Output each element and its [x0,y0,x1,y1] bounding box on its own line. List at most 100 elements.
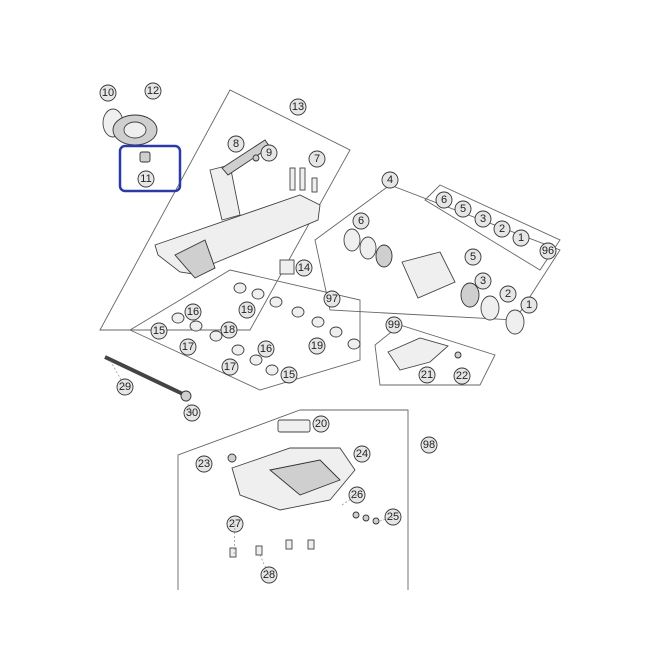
swingarm-pivot-part [209,164,241,221]
callout-15[interactable]: 15 [150,322,168,340]
callout-2-label: 2 [499,223,505,235]
bushing-part [231,344,245,356]
bushing-part [329,326,343,338]
skid-plate-98-frame [177,409,409,590]
callout-12-label: 12 [147,85,159,97]
callout-8[interactable]: 8 [227,135,245,153]
callout-20[interactable]: 20 [312,415,330,433]
bushing-part [347,338,361,350]
callout-98-label: 98 [423,439,435,451]
callout-5b[interactable]: 5 [464,248,482,266]
callout-96-label: 96 [542,245,554,257]
callout-17b[interactable]: 17 [221,358,239,376]
callout-3b[interactable]: 3 [474,272,492,290]
callout-7[interactable]: 7 [308,150,326,168]
callout-18-label: 18 [223,324,235,336]
bushing-part [311,316,325,328]
bolt-c-part [311,177,318,193]
callout-24-label: 24 [356,448,368,460]
callout-11-label: 11 [140,173,151,185]
callout-12[interactable]: 12 [144,82,162,100]
callout-24[interactable]: 24 [353,445,371,463]
callout-22-label: 22 [456,370,468,382]
callout-96[interactable]: 96 [539,242,557,260]
chain-guide-part [387,337,449,371]
callout-14-label: 14 [298,262,310,274]
callout-14[interactable]: 14 [295,259,313,277]
callout-19[interactable]: 19 [238,301,256,319]
spacer-28-part [229,547,237,558]
callout-10-label: 10 [102,87,114,99]
callout-5[interactable]: 5 [454,200,472,218]
seal-6-part [343,228,361,252]
callout-16[interactable]: 16 [184,303,202,321]
callout-23[interactable]: 23 [195,455,213,473]
callout-19b[interactable]: 19 [308,337,326,355]
callout-22[interactable]: 22 [453,367,471,385]
callout-18[interactable]: 18 [220,321,238,339]
callout-13[interactable]: 13 [289,98,307,116]
bearing-sleeve-part [401,251,456,299]
callout-1[interactable]: 1 [512,229,530,247]
callout-9-label: 9 [266,147,272,159]
callout-2b-label: 2 [505,288,511,300]
bearing-3b-part [460,282,480,308]
pivot-axle-part [104,355,186,397]
callout-7-label: 7 [314,153,320,165]
callout-5b-label: 5 [470,251,476,263]
swingarm-arm-part [174,239,216,279]
callout-17[interactable]: 17 [179,338,197,356]
flange-hole-part [123,121,147,139]
callout-15b[interactable]: 15 [280,366,298,384]
bushing-part [209,330,223,342]
rubber-pad-20-part [277,419,311,433]
callout-19b-label: 19 [311,340,323,352]
spacer-28-part [307,539,315,550]
bushing-part [249,354,263,366]
skid-plate-rib-part [268,459,341,496]
bushing-part [291,306,305,318]
bearing-3-part [375,244,393,268]
bushing-part [189,320,203,332]
callout-10[interactable]: 10 [99,84,117,102]
callout-6[interactable]: 6 [435,191,453,209]
callout-97[interactable]: 97 [323,290,341,308]
callout-17b-label: 17 [224,361,236,373]
spacer-28-part [255,545,263,556]
callout-17-label: 17 [182,341,194,353]
seal-2-part [480,295,500,321]
callout-2b[interactable]: 2 [499,285,517,303]
screw-25-part [362,514,370,522]
callout-3-label: 3 [480,213,486,225]
sticker-part [279,259,295,275]
screw-part [252,154,260,162]
callout-98[interactable]: 98 [420,436,438,454]
callout-15-label: 15 [153,325,165,337]
callout-16b-label: 16 [260,343,272,355]
callout-16-label: 16 [187,306,199,318]
callout-4[interactable]: 4 [381,171,399,189]
callout-21[interactable]: 21 [418,366,436,384]
callout-2[interactable]: 2 [493,220,511,238]
callout-3[interactable]: 3 [474,210,492,228]
callout-1b[interactable]: 1 [520,296,538,314]
callout-11[interactable]: 11 [137,170,155,188]
bushing-part [265,364,279,376]
callout-1b-label: 1 [526,299,532,311]
ring-5-part [359,236,377,260]
bolt-a-part [289,167,296,191]
screw-25-part [372,517,380,525]
callout-9[interactable]: 9 [260,144,278,162]
callout-99[interactable]: 99 [385,316,403,334]
callout-6b[interactable]: 6 [352,212,370,230]
callout-15b-label: 15 [283,369,295,381]
leader-line [109,359,126,388]
leader-line [341,494,358,506]
callout-16b[interactable]: 16 [257,340,275,358]
bushing-part [251,288,265,300]
nut-30-part [180,390,192,402]
bushing-part [171,312,185,324]
screw-25-part [352,511,360,519]
bushings-97-frame [129,269,361,391]
